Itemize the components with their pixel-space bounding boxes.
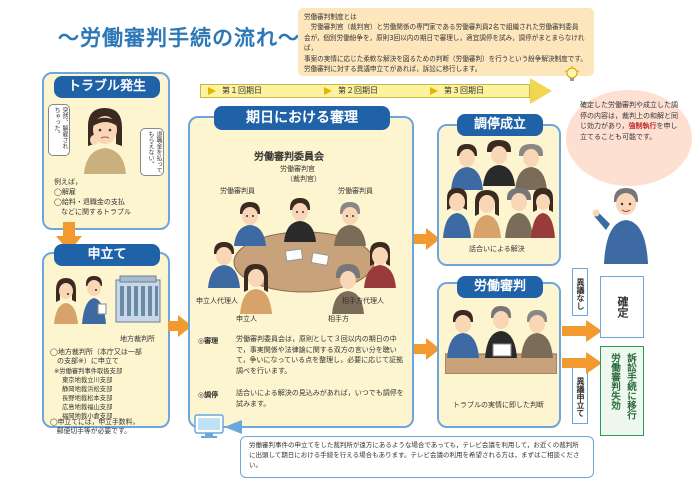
respondent-label: 相手方 (328, 315, 349, 323)
final-box: 確定 (600, 276, 644, 338)
pointing-man-illustration (592, 188, 648, 264)
lawsuit-expiry-label: 労働審判失効 (609, 353, 620, 410)
example-item: ◯解雇 (54, 188, 76, 196)
trouble-section: トラブル発生 突然、解雇されちゃった。 退職金を払ってもらえない。 例えば， ◯… (42, 72, 170, 230)
judge-title: 労働審判官 (280, 165, 315, 173)
fee-line-2: 郵便切手等が必要です。 (50, 427, 131, 435)
example-item: などに関するトラブル (54, 208, 131, 216)
enforcement-callout: 確定した労働審判や成立した調停の内容は，裁判上の和解と同じ効力があり，強制執行を… (566, 90, 692, 186)
court-label: 地方裁判所 (120, 335, 155, 343)
tv-monitor-icon (194, 414, 224, 438)
trouble-heading: トラブル発生 (54, 76, 160, 98)
rounds-arrow: 第１回期日 第２回期日 第３回期日 (200, 78, 554, 104)
tribunal-illustration (445, 306, 557, 374)
decision-caption: トラブルの実情に即した判断 (453, 401, 544, 409)
member-right-label: 労働審判員 (338, 187, 373, 195)
branch-item: 静岡地裁浜松支部 (62, 386, 113, 393)
court-filing-illustration (54, 275, 161, 324)
mediation-section: 調停成立 話合いによる解決 (437, 114, 561, 266)
application-line-1: ◯地方裁判所（本庁又は一部 (50, 348, 142, 356)
branch-header: ※労働審判事件取扱支部 (54, 368, 123, 375)
worried-woman-illustration (84, 108, 126, 174)
intro-box: 労働審判制度とは 労働審判官（裁判官）と労働関係の専門家である労働審判員2名で組… (298, 8, 594, 76)
judge-subtitle: （裁判官） (286, 175, 321, 183)
right-arrow-icon (168, 315, 192, 337)
round-marker-icon (208, 87, 216, 95)
round-1-label: 第１回期日 (222, 86, 262, 95)
hearing-heading: 期日における審理 (214, 106, 390, 130)
review-label: ◎審理 (198, 337, 219, 345)
no-objection-label: 異議なし (572, 268, 588, 316)
video-conference-note: 労働審判事件の申立てをした裁判所が遠方にあるような場合であっても，テレビ会議を利… (240, 436, 594, 478)
right-arrow-icon (562, 320, 602, 342)
right-arrow-icon (414, 228, 440, 250)
branch-item: 福岡地裁小倉支部 (62, 413, 113, 420)
right-arrow-icon (414, 338, 440, 360)
speech-bubble-right: 退職金を払ってもらえない。 (140, 128, 164, 176)
mediation-heading: 調停成立 (457, 114, 543, 136)
application-line-2: の支部※）に申立て (50, 357, 119, 365)
objection-label: 異議申立て (572, 366, 588, 424)
examples-intro: 例えば， (54, 178, 82, 186)
mediation-caption: 話合いによる解決 (469, 245, 525, 253)
application-section: 申立て 地方裁判所 ◯地方裁判所（本庁又は一部 の支部※）に申立て ※労働審判事… (42, 244, 170, 428)
speech-bubble-left: 突然、解雇されちゃった。 (48, 104, 70, 156)
member-left-label: 労働審判員 (220, 187, 255, 195)
fee-line-1: ◯申立てには，申立手数料， (50, 418, 140, 426)
hearing-table-illustration (208, 198, 396, 314)
callout-text-a: 確定した労働審判や成立した調停の内容は，裁判上の和解と同じ効力があり， (580, 101, 678, 130)
mediation-group-illustration (443, 140, 555, 238)
right-arrow-icon (562, 352, 602, 374)
callout-text-highlight: 強制執行 (628, 122, 657, 130)
pointer-triangle-icon (224, 420, 242, 434)
final-label: 確定 (616, 296, 629, 318)
intro-text: 労働審判制度とは 労働審判官（裁判官）と労働関係の専門家である労働審判員2名で組… (304, 13, 587, 74)
lawsuit-label: 訴訟手続に移行 (625, 353, 636, 420)
callout-text-c: を申し立てることも可能です。 (580, 122, 678, 141)
branch-item: 長野地裁松本支部 (62, 395, 113, 402)
agent-right-label: 相手方代理人 (342, 297, 384, 305)
branch-item: 東京地裁立川支部 (62, 377, 113, 384)
round-marker-icon (430, 87, 438, 95)
decision-section: 労働審判 トラブルの実情に即した判断 (437, 276, 561, 428)
committee-label: 労働審判委員会 (254, 152, 324, 163)
hearing-section: 期日における審理 労働審判委員会 労働審判官 （裁判官） 労働審判員 労働審判員… (188, 106, 414, 428)
example-item: ◯給料・退職金の支払 (54, 198, 125, 206)
review-text: 労働審判委員会は，原則として３回以内の期日の中で，事実関係や法律論に関する双方の… (236, 335, 404, 375)
mediation-text: 話合いによる解決の見込みがあれば，いつでも調停を試みます。 (236, 389, 404, 408)
round-marker-icon (324, 87, 332, 95)
mediation-label: ◎調停 (198, 391, 219, 399)
round-3-label: 第３回期日 (444, 86, 484, 95)
application-heading: 申立て (54, 244, 160, 266)
applicant-label: 申立人 (236, 315, 257, 323)
lightbulb-icon (564, 66, 580, 81)
page-title: 〜労働審判手続の流れ〜 (58, 26, 300, 50)
agent-left-label: 申立人代理人 (196, 297, 238, 305)
branch-item: 広島地裁福山支部 (62, 404, 113, 411)
round-2-label: 第２回期日 (338, 86, 378, 95)
decision-heading: 労働審判 (457, 276, 543, 298)
lawsuit-box: 訴訟手続に移行 労働審判失効 (600, 346, 644, 436)
